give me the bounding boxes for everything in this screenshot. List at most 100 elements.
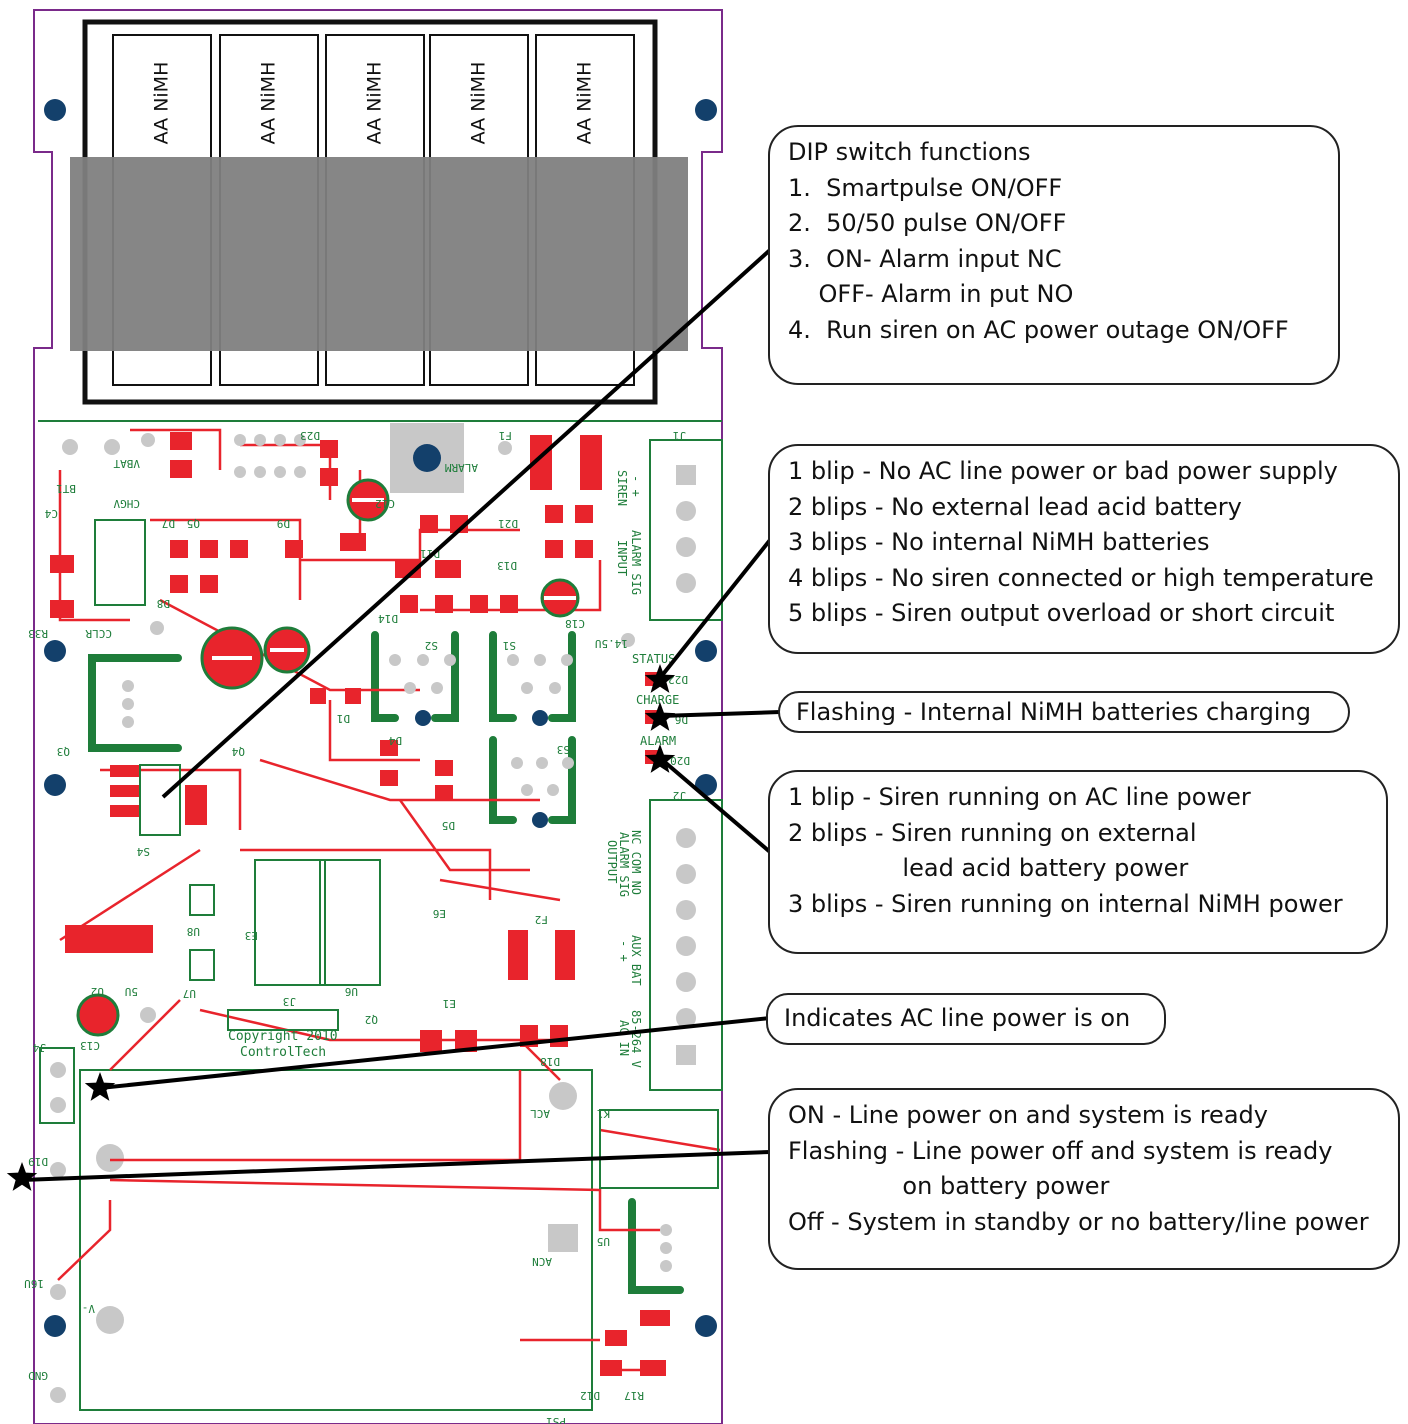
battery-label: AA NiMH xyxy=(258,62,280,145)
silk-label: - + xyxy=(629,475,643,497)
silk-label: C12 xyxy=(375,497,395,510)
silk-label: 14.5U xyxy=(595,637,628,650)
indicator-stars xyxy=(6,664,676,1191)
silk-label: D18 xyxy=(540,1055,560,1068)
callout-acpower-line: Indicates AC line power is on xyxy=(784,1004,1131,1032)
silk-label: ACN xyxy=(532,1255,552,1268)
silk-label: K1 xyxy=(597,1107,610,1120)
silk-label: D14 xyxy=(378,612,398,625)
silk-label: D23 xyxy=(300,429,320,442)
silk-label: 5U xyxy=(125,985,138,998)
silk-label: Q3 xyxy=(57,745,70,758)
indicator-star xyxy=(84,1072,116,1101)
silk-label: CHGV xyxy=(113,497,140,510)
silk-label: D4 xyxy=(388,734,402,747)
leader-lines xyxy=(21,248,781,1182)
power-supply-ps1 xyxy=(79,1069,593,1411)
callout-status-line: 3 blips - No internal NiMH batteries xyxy=(788,528,1210,556)
battery-label: AA NiMH xyxy=(468,62,490,145)
silk-label: S1 xyxy=(503,639,516,652)
silk-label: 16U xyxy=(24,1277,44,1290)
silk-label: VBAT xyxy=(113,457,140,470)
silk-label: F2 xyxy=(535,913,548,926)
silk-label: D5 xyxy=(442,819,455,832)
callout-ac-power-led: Indicates AC line power is on xyxy=(766,993,1166,1045)
callout-dip-line: 2. 50/50 pulse ON/OFF xyxy=(788,209,1067,237)
silk-label: ControlTech xyxy=(240,1045,326,1060)
silk-label: E6 xyxy=(433,907,446,920)
silk-label: S3 xyxy=(557,743,570,756)
silk-label: STATUS xyxy=(632,652,675,666)
battery-label: AA NiMH xyxy=(151,62,173,145)
silk-label: E3 xyxy=(245,929,258,942)
connector-j1 xyxy=(649,439,723,621)
silk-label: AUX BAT xyxy=(629,935,643,986)
silk-label: CCLR xyxy=(85,627,112,640)
silk-label: D20 xyxy=(670,754,690,767)
silk-label: Copyright 2010 xyxy=(228,1029,338,1044)
board-outline xyxy=(33,9,723,1424)
callout-system-line: Flashing - Line power off and system is … xyxy=(788,1136,1333,1165)
silk-label: OUTPUT xyxy=(605,840,619,883)
callout-alarm-line: 2 blips - Siren running on external xyxy=(788,818,1197,847)
callout-charge-line: Flashing - Internal NiMH batteries charg… xyxy=(796,698,1311,726)
silk-label: ALARM SIG xyxy=(629,530,643,595)
silk-label: Q5 xyxy=(187,517,200,530)
silk-label: INPUT xyxy=(615,540,629,576)
battery-label: AA NiMH xyxy=(574,62,596,145)
callout-status-line: 2 blips - No external lead acid battery xyxy=(788,492,1242,521)
callout-status-line: 4 blips - No siren connected or high tem… xyxy=(788,563,1374,592)
silk-label: D21 xyxy=(498,517,518,530)
silk-label: E1 xyxy=(443,997,456,1010)
silk-label: - + xyxy=(617,940,631,962)
silk-label: D13 xyxy=(497,559,517,572)
callout-alarm-line: 1 blip - Siren running on AC line power xyxy=(788,783,1251,811)
silk-label: S4 xyxy=(136,845,150,858)
silk-label: AC IN xyxy=(617,1020,631,1056)
silk-label: C4 xyxy=(44,507,58,520)
silk-label: J1 xyxy=(673,429,686,442)
callout-dip-line: DIP switch functions xyxy=(788,138,1031,166)
silk-label: ALARM xyxy=(445,461,478,474)
callout-alarm-line: 3 blips - Siren running on internal NiMH… xyxy=(788,889,1343,918)
callout-alarm-line: lead acid battery power xyxy=(788,854,1189,882)
silk-label: ALARM SIG xyxy=(617,832,631,897)
silk-label: D1 xyxy=(337,712,350,725)
callout-dip-line: 3. ON- Alarm input NC xyxy=(788,244,1062,273)
mounting-holes xyxy=(44,99,717,1337)
silk-label: U8 xyxy=(187,925,200,938)
connector-j2 xyxy=(649,799,723,1091)
silk-label: 85-264 V xyxy=(629,1010,643,1068)
silk-label: R33 xyxy=(28,627,48,640)
indicator-star xyxy=(644,744,676,773)
silk-label: PS1 xyxy=(546,1415,566,1424)
silk-label: S2 xyxy=(425,639,438,652)
silk-label: C13 xyxy=(80,1039,100,1052)
silk-label: ACL xyxy=(530,1107,550,1120)
indicator-star xyxy=(6,1162,38,1191)
silk-label: U2 xyxy=(91,985,104,998)
silk-label: D19 xyxy=(28,1155,48,1168)
silk-label: NC COM NO xyxy=(629,830,643,895)
silk-label: V- xyxy=(82,1302,95,1315)
silk-label: R17 xyxy=(624,1389,644,1402)
silk-label: C18 xyxy=(565,617,585,630)
silk-label: U5 xyxy=(597,1235,610,1248)
callout-dip-line: OFF- Alarm in put NO xyxy=(788,280,1074,308)
silk-label: J2 xyxy=(673,789,686,802)
silk-label: D8 xyxy=(157,597,170,610)
callout-system-line: Off - System in standby or no battery/li… xyxy=(788,1207,1369,1236)
callout-system-line: ON - Line power on and system is ready xyxy=(788,1101,1268,1129)
silk-label: D9 xyxy=(277,517,290,530)
callout-charge-led: Flashing - Internal NiMH batteries charg… xyxy=(778,691,1350,733)
silk-label: F1 xyxy=(499,429,512,442)
silk-label: U6 xyxy=(345,985,358,998)
silk-label: J3 xyxy=(283,995,296,1008)
silk-label: Q2 xyxy=(365,1013,378,1026)
silk-label: GND xyxy=(28,1369,48,1382)
shaded-region xyxy=(70,157,688,351)
battery-label: AA NiMH xyxy=(364,62,386,145)
callout-status-line: 5 blips - Siren output overload or short… xyxy=(788,599,1335,627)
